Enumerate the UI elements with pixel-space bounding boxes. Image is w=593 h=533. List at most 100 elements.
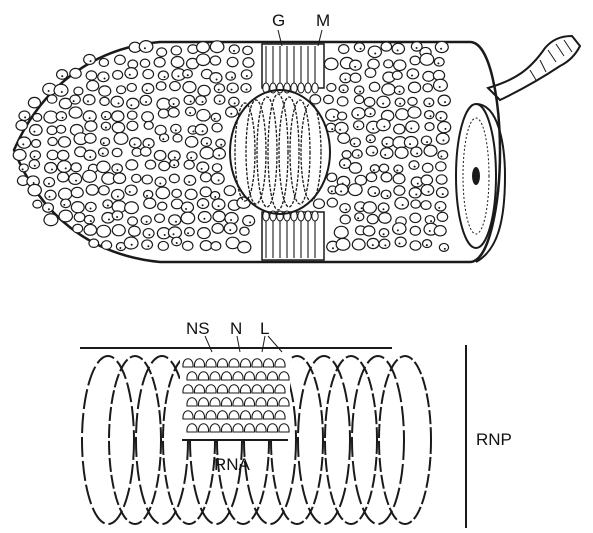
glycoprotein-spike: [324, 58, 338, 70]
glycoprotein-spike: [71, 202, 84, 213]
glycoprotein-spike: [212, 164, 221, 172]
spike-dot: [108, 218, 110, 220]
glycoprotein-spike: [86, 71, 97, 80]
glycoprotein-spike: [436, 112, 447, 122]
spike-dot: [22, 168, 24, 170]
glycoprotein-spike: [229, 97, 239, 106]
glycoprotein-spike: [170, 160, 179, 168]
spike-dot: [61, 75, 63, 77]
glycoprotein-spike: [381, 190, 391, 198]
spike-dot: [75, 180, 77, 182]
glycoprotein-spike: [102, 241, 112, 250]
glycoprotein-spike: [339, 45, 349, 54]
glycoprotein-spike: [243, 58, 254, 68]
spike-dot: [384, 244, 386, 246]
spike-dot: [234, 102, 236, 104]
glycoprotein-spike: [368, 59, 380, 69]
glycoprotein-spike: [158, 241, 168, 250]
glycoprotein-spike: [155, 214, 165, 223]
spike-dot: [411, 74, 413, 76]
glycoprotein-spike: [112, 122, 124, 133]
nucleoprotein-subunit: [194, 385, 204, 393]
spike-dot: [214, 196, 216, 198]
glycoprotein-spike: [211, 192, 220, 200]
spike-dot: [429, 230, 431, 232]
nucleoprotein-subunit: [206, 411, 216, 419]
glycoprotein-spike: [366, 173, 376, 182]
spike-dot: [218, 89, 220, 91]
glycoprotein-spike: [421, 185, 434, 196]
glycoprotein-spike: [198, 211, 211, 222]
glycoprotein-spike: [169, 174, 179, 183]
spike-dot: [398, 243, 400, 245]
spike-dot: [164, 76, 166, 78]
spike-dot: [206, 142, 208, 144]
spike-dot: [146, 221, 148, 223]
spike-dot: [344, 79, 346, 81]
glycoprotein-spike: [28, 97, 40, 107]
glycoprotein-spike: [324, 95, 334, 103]
glycoprotein-spike: [158, 202, 167, 210]
glycoprotein-spike: [410, 226, 420, 235]
nucleoprotein-subunit: [275, 385, 285, 393]
glycoprotein-spike: [241, 84, 251, 93]
spike-dot: [192, 130, 194, 132]
glycoprotein-spike: [238, 241, 251, 252]
glycoprotein-spike: [197, 42, 210, 53]
spike-dot: [216, 79, 218, 81]
spike-dot: [218, 179, 220, 181]
glycoprotein-spike: [69, 107, 82, 118]
glycoprotein-spike: [85, 121, 97, 131]
spike-dot: [159, 182, 161, 184]
glycoprotein-spike: [240, 227, 249, 235]
glycoprotein-spike: [227, 83, 238, 93]
spike-dot: [164, 234, 166, 236]
glycoprotein-spike: [83, 95, 95, 105]
nucleoprotein-subunit: [187, 398, 197, 406]
glycoprotein-spike: [243, 46, 253, 54]
glycoprotein-spike: [339, 85, 348, 93]
glycoprotein-spike: [73, 224, 83, 233]
glycoprotein-spike: [47, 95, 57, 103]
glycoprotein-spike: [200, 241, 211, 251]
glycoprotein-spike: [98, 72, 109, 82]
glycoprotein-spike: [370, 165, 379, 173]
nucleoprotein-subunit: [240, 385, 250, 393]
nucleoprotein-subunit: [263, 411, 273, 419]
glycoprotein-spike: [408, 107, 421, 118]
nucleocapsid-coil-rings: [235, 94, 321, 210]
membrane-bead: [305, 83, 311, 93]
glycoprotein-spike: [18, 137, 31, 148]
membrane-bead: [277, 211, 283, 221]
glycoprotein-spike: [363, 226, 375, 236]
glycoprotein-spike: [83, 111, 96, 122]
spike-dot: [345, 209, 347, 211]
spike-dot: [372, 128, 374, 130]
spike-dot: [87, 100, 89, 102]
glycoprotein-spike: [128, 217, 138, 225]
glycoprotein-spike: [156, 187, 170, 199]
glycoprotein-spike: [338, 112, 347, 120]
glycoprotein-spike: [112, 164, 123, 173]
glycoprotein-spike: [47, 126, 57, 135]
glycoprotein-spike: [29, 124, 42, 135]
spike-dot: [231, 77, 233, 79]
glycoprotein-spike: [33, 113, 42, 121]
glycoprotein-spike: [117, 86, 126, 94]
spike-dot: [147, 245, 149, 247]
spike-dot: [357, 126, 359, 128]
glycoprotein-spike: [196, 96, 207, 105]
spike-dot: [176, 242, 178, 244]
label-leader-ns: [205, 336, 212, 352]
glycoprotein-spike: [57, 125, 66, 133]
spike-dot: [134, 143, 136, 145]
glycoprotein-spike: [409, 161, 419, 170]
glycoprotein-spike: [183, 81, 196, 92]
glycoprotein-spike: [70, 95, 80, 104]
glycoprotein-spike: [434, 57, 444, 66]
spike-dot: [354, 66, 356, 68]
spike-dot: [61, 91, 63, 93]
spike-dot: [343, 164, 345, 166]
spike-dot: [416, 47, 418, 49]
glycoprotein-spike: [59, 210, 73, 222]
